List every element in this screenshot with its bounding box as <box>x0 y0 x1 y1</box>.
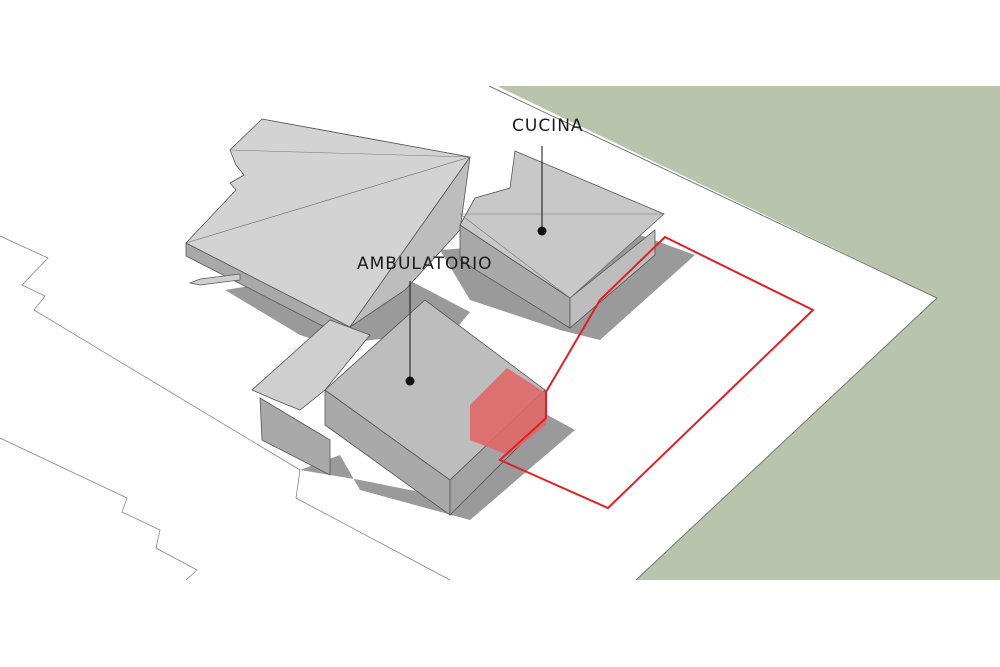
cucina-marker-dot <box>537 226 547 236</box>
main-building-roof-side <box>349 156 471 328</box>
ambulatorio-marker-dot <box>405 376 415 386</box>
ambulatorio-label: AMBULATORIO <box>357 254 493 274</box>
entrance-canopy <box>188 273 241 286</box>
kitchen-building-facade-right <box>569 229 656 329</box>
roof-hip <box>569 213 665 299</box>
highlighted-volume <box>470 368 546 455</box>
project-boundary <box>498 235 815 510</box>
site-boundary-line <box>488 85 938 581</box>
ambulatorio-annex-facade <box>259 397 331 476</box>
parcel-outline-upper <box>0 235 451 581</box>
roof-ridge <box>185 156 471 244</box>
green-area <box>497 86 1000 580</box>
cucina-label: CUCINA <box>512 116 584 136</box>
roof-hip <box>459 213 571 299</box>
parcel-outline-lower <box>0 437 198 581</box>
roof-hip <box>229 149 471 158</box>
roof-ridge <box>261 118 471 158</box>
